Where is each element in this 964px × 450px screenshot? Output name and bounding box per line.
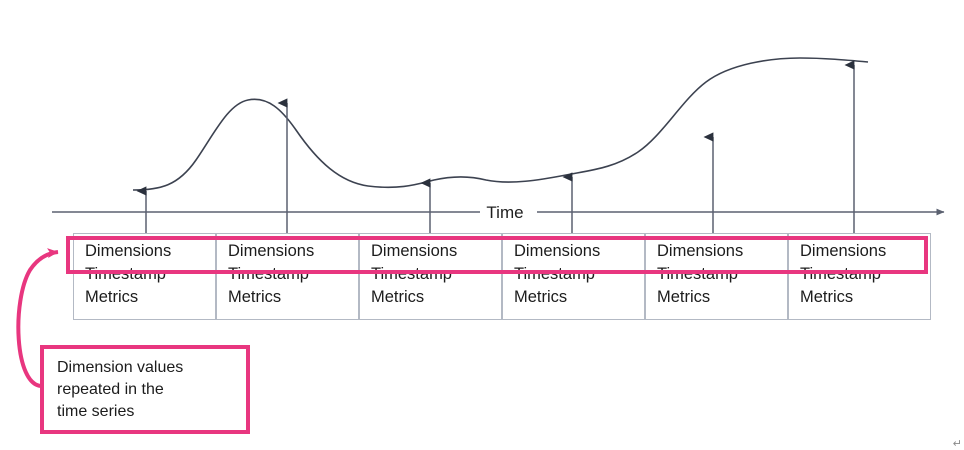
- record-field-dimensions: Dimensions: [514, 242, 601, 260]
- record-box[interactable]: Dimensions Timestamp Metrics: [73, 233, 216, 320]
- record-box[interactable]: Dimensions Timestamp Metrics: [645, 233, 788, 320]
- time-series-curve: [132, 57, 869, 191]
- record-field-timestamp: Timestamp: [514, 265, 595, 283]
- record-field-dimensions: Dimensions: [657, 242, 744, 260]
- callout-box: Dimension values repeated in the time se…: [40, 345, 250, 434]
- record-field-metrics: Metrics: [514, 288, 568, 306]
- record-field-timestamp: Timestamp: [85, 265, 166, 283]
- record-field-dimensions: Dimensions: [228, 242, 315, 260]
- time-axis-label: Time: [486, 203, 523, 222]
- record-box[interactable]: Dimensions Timestamp Metrics: [216, 233, 359, 320]
- record-box[interactable]: Dimensions Timestamp Metrics: [502, 233, 645, 320]
- record-field-dimensions: Dimensions: [371, 242, 458, 260]
- record-field-metrics: Metrics: [371, 288, 425, 306]
- record-field-timestamp: Timestamp: [800, 265, 881, 283]
- callout-line-2: repeated in the: [57, 381, 164, 398]
- record-field-metrics: Metrics: [800, 288, 854, 306]
- corner-mark: ↵: [952, 438, 962, 450]
- record-field-metrics: Metrics: [85, 288, 139, 306]
- time-axis: Time: [52, 203, 945, 222]
- record-box[interactable]: Dimensions Timestamp Metrics: [359, 233, 502, 320]
- record-field-metrics: Metrics: [657, 288, 711, 306]
- record-field-dimensions: Dimensions: [800, 242, 887, 260]
- record-field-dimensions: Dimensions: [85, 242, 172, 260]
- record-field-timestamp: Timestamp: [228, 265, 309, 283]
- record-field-metrics: Metrics: [228, 288, 282, 306]
- record-field-timestamp: Timestamp: [371, 265, 452, 283]
- callout-line-3: time series: [57, 403, 135, 420]
- record-field-timestamp: Timestamp: [657, 265, 738, 283]
- callout-connector-arrow-icon: [16, 248, 59, 388]
- record-box[interactable]: Dimensions Timestamp Metrics: [788, 233, 931, 320]
- callout-line-1: Dimension values: [57, 359, 184, 376]
